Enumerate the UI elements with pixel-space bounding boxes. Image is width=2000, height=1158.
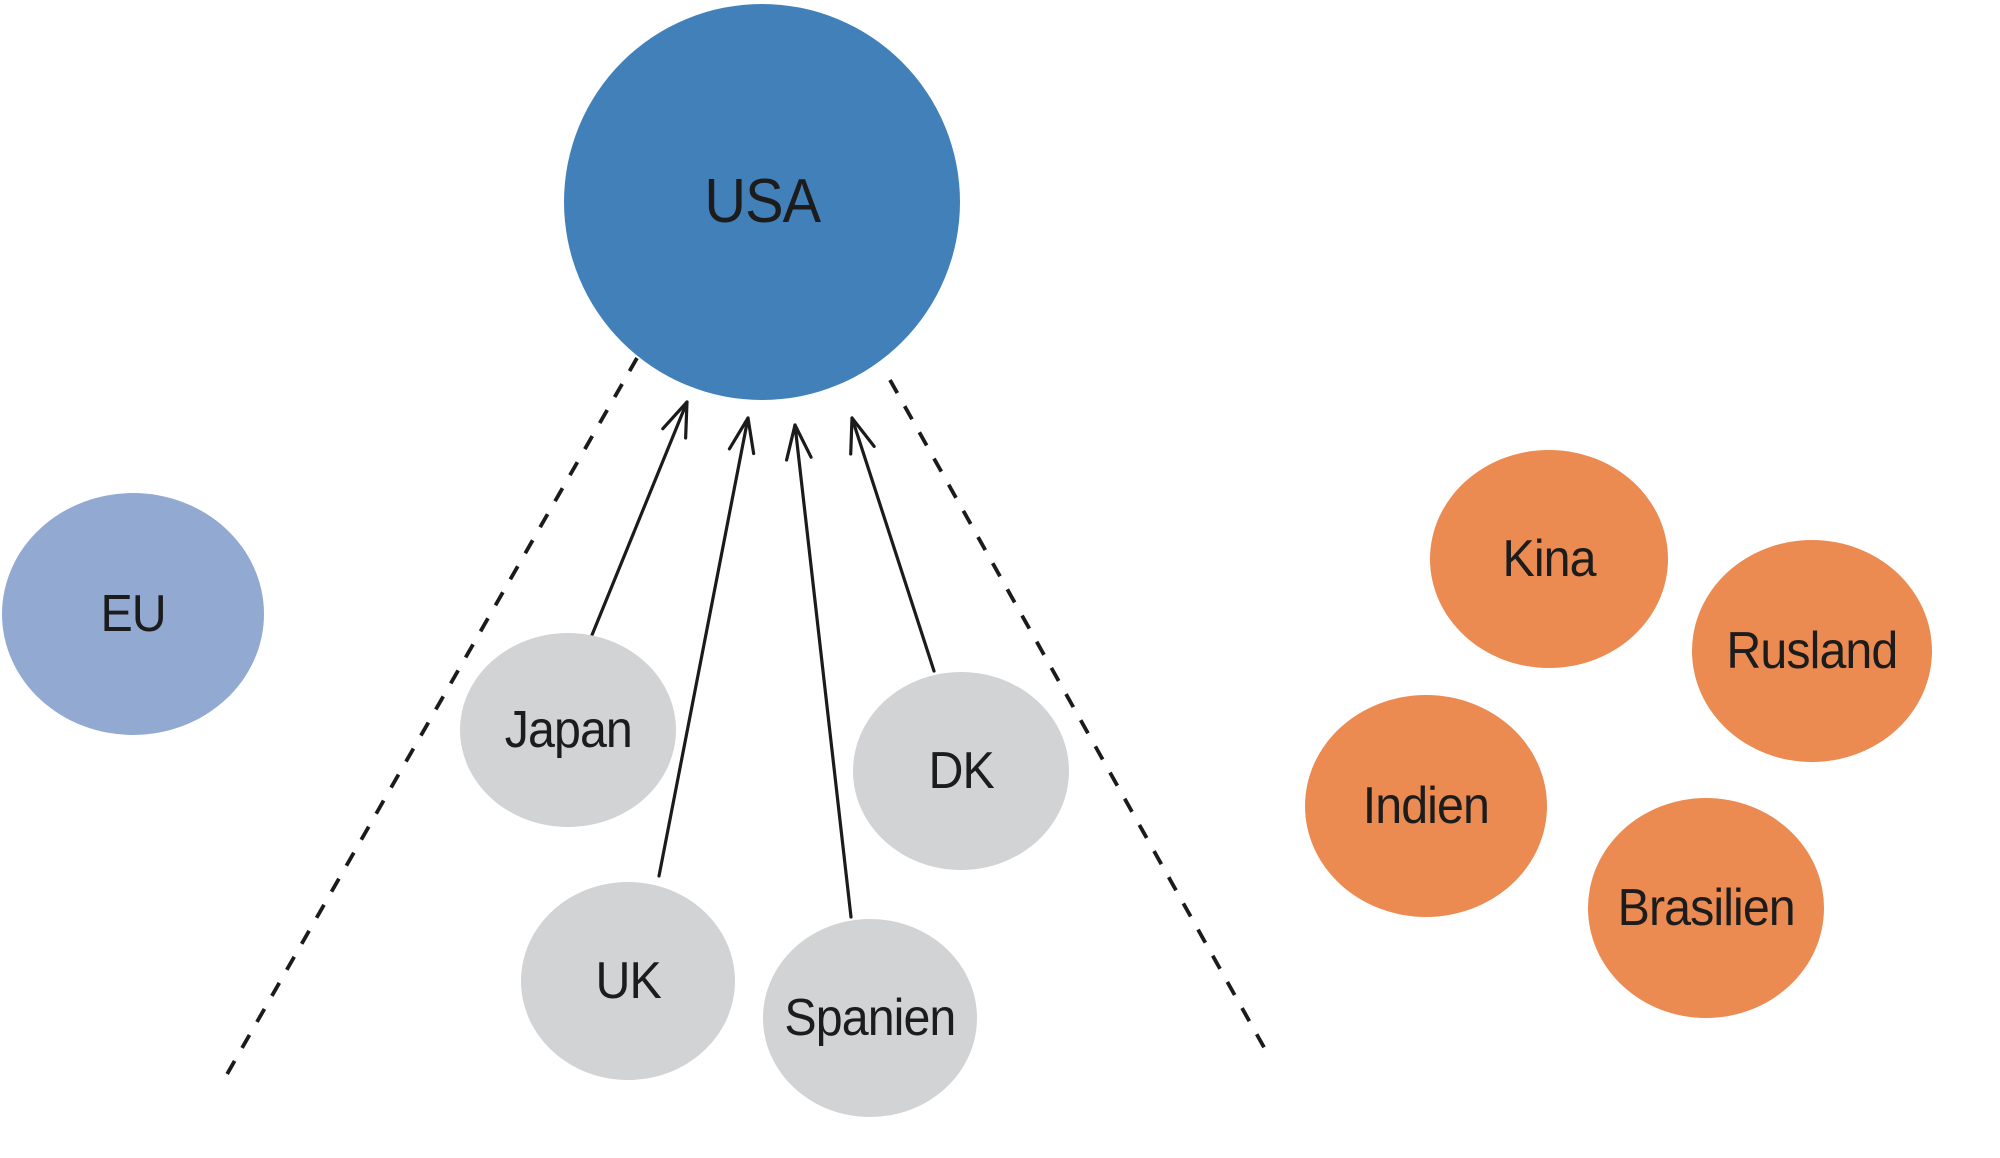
arrow-dk-to-usa <box>849 416 936 673</box>
node-label-indien: Indien <box>1362 777 1490 835</box>
node-eu: EU <box>2 493 264 735</box>
arrowhead-icon <box>727 416 756 456</box>
arrowhead-icon <box>661 400 689 440</box>
node-label-usa: USA <box>704 167 821 236</box>
node-label-spanien: Spanien <box>784 989 957 1047</box>
node-label-brasilien: Brasilien <box>1617 879 1795 937</box>
node-label-japan: Japan <box>504 701 632 759</box>
node-uk: UK <box>521 882 735 1080</box>
node-label-kina: Kina <box>1502 530 1596 588</box>
arrowhead-icon <box>784 423 813 462</box>
node-rusland: Rusland <box>1692 540 1932 762</box>
node-label-uk: UK <box>595 952 661 1010</box>
node-label-rusland: Rusland <box>1726 622 1899 680</box>
node-label-eu: EU <box>100 585 166 643</box>
arrow-uk-to-usa <box>657 416 756 878</box>
arrow-japan-to-usa <box>590 400 689 637</box>
node-usa: USA <box>564 4 960 400</box>
arrow-spanien-to-usa <box>784 423 853 919</box>
arrowhead-icon <box>849 416 876 456</box>
node-brasilien: Brasilien <box>1588 798 1824 1018</box>
node-dk: DK <box>853 672 1069 870</box>
node-kina: Kina <box>1430 450 1668 668</box>
node-spanien: Spanien <box>763 919 977 1117</box>
node-japan: Japan <box>460 633 676 827</box>
node-label-dk: DK <box>928 742 994 800</box>
node-indien: Indien <box>1305 695 1547 917</box>
